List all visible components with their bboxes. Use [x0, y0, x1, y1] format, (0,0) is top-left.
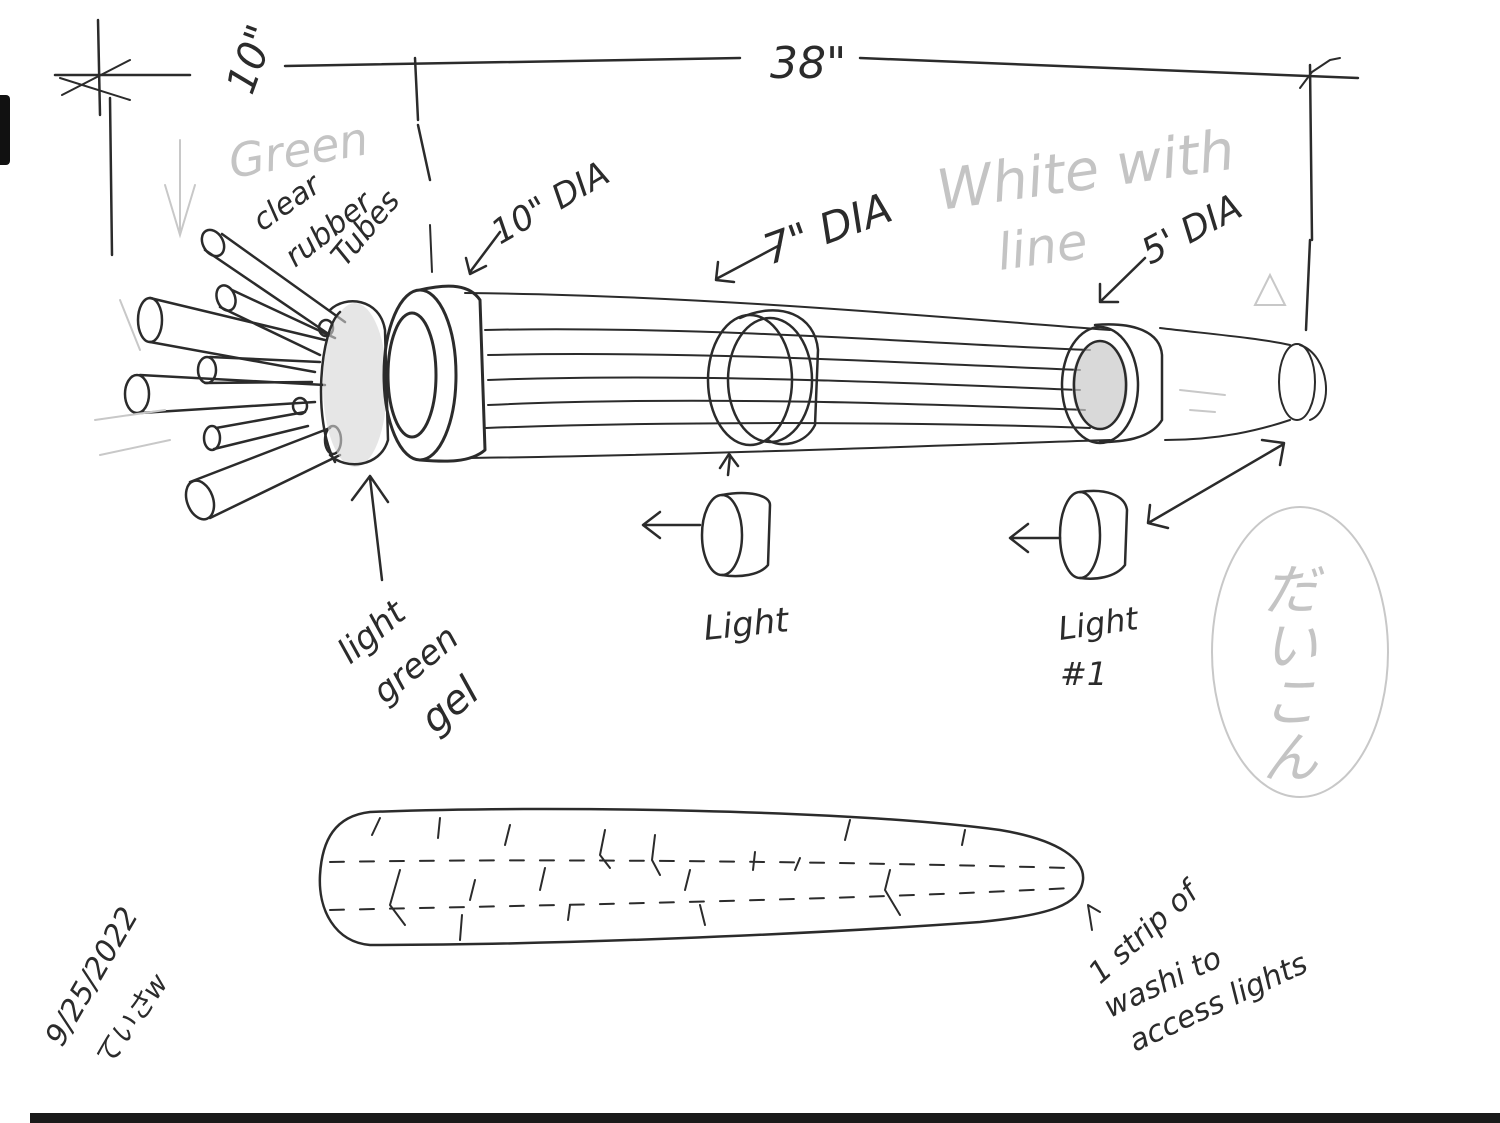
- double-arrow: [1146, 438, 1286, 530]
- washi-callout: 1 strip of washi to access lights: [1082, 872, 1313, 1059]
- light-unit-right: Light #1: [1008, 438, 1286, 693]
- faint-oval-note: だいこん: [1211, 506, 1389, 798]
- dia-7-callout: 7" DIA: [714, 183, 899, 284]
- date-signature: 9/25/2022 ていさw: [39, 901, 175, 1074]
- daikon-body: [382, 284, 1327, 463]
- label-dia-10: 10" DIA: [485, 154, 617, 253]
- light-unit-left: Light: [641, 452, 792, 649]
- tubes-callout: clear rubber Tubes: [247, 166, 408, 274]
- dia-10-callout: 10" DIA: [464, 154, 617, 276]
- faint-note-white-2: line: [994, 212, 1091, 282]
- dim-38-inch: 38": [770, 38, 846, 89]
- scan-edge-left: [0, 95, 10, 165]
- gel-callout: light green gel: [330, 474, 488, 743]
- faint-triangle-mark: [1253, 272, 1287, 306]
- clear-rubber-tubes: [94, 228, 347, 521]
- label-dia-5: 5' DIA: [1135, 186, 1249, 273]
- label-light-left: Light: [702, 600, 792, 649]
- label-light-right-1: Light: [1056, 599, 1142, 648]
- faint-oval-text: だいこん: [1253, 560, 1318, 784]
- label-light-right-2: #1: [1060, 655, 1107, 693]
- label-dia-7: 7" DIA: [757, 183, 899, 274]
- dia-5-callout: 5' DIA: [1098, 186, 1249, 304]
- gel-collar: [319, 300, 390, 467]
- faint-check-mark: [164, 139, 196, 239]
- scan-edge-bottom: [30, 1113, 1500, 1123]
- washi-wrap-sketch: [318, 807, 1101, 947]
- dim-10-inch: 10": [218, 19, 285, 100]
- dimension-lines: [53, 18, 1360, 332]
